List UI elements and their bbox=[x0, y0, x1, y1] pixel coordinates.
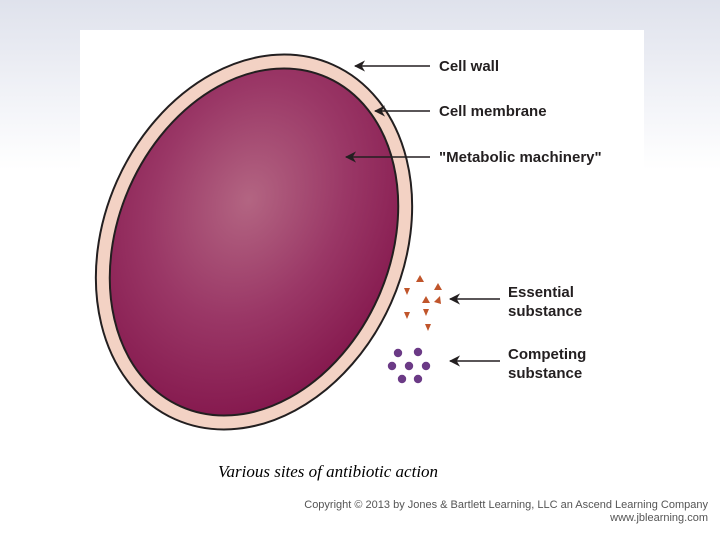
competing-dot bbox=[397, 374, 407, 384]
cell-membrane bbox=[108, 67, 400, 417]
essential-triangle bbox=[422, 296, 430, 303]
label-cell-wall: Cell wall bbox=[439, 58, 500, 75]
label-metabolic-machinery: "Metabolic machinery" bbox=[439, 149, 602, 166]
essential-triangle bbox=[434, 296, 441, 304]
copyright-line: Copyright © 2013 by Jones & Bartlett Lea… bbox=[304, 499, 708, 511]
essential-triangle bbox=[404, 312, 410, 319]
competing-dot bbox=[387, 361, 397, 371]
essential-triangle bbox=[425, 324, 431, 331]
competing-dot bbox=[404, 361, 414, 371]
label-competing-line1: Competing bbox=[508, 346, 587, 363]
competing-dot bbox=[421, 361, 431, 371]
essential-substance-markers bbox=[404, 275, 442, 331]
figure-caption: Various sites of antibiotic action bbox=[218, 462, 439, 481]
label-essential-line1: Essential bbox=[508, 284, 574, 301]
label-competing-line2: substance bbox=[508, 365, 583, 382]
copyright-notice: Copyright © 2013 by Jones & Bartlett Lea… bbox=[304, 499, 708, 525]
competing-dot bbox=[393, 348, 403, 358]
label-essential-line2: substance bbox=[508, 303, 583, 320]
copyright-url: www.jblearning.com bbox=[610, 512, 708, 524]
essential-triangle bbox=[434, 283, 442, 290]
essential-triangle bbox=[416, 275, 424, 282]
competing-dot bbox=[413, 374, 423, 384]
competing-substance-markers bbox=[387, 347, 431, 384]
label-cell-membrane: Cell membrane bbox=[439, 103, 547, 120]
competing-dot bbox=[413, 347, 423, 357]
essential-triangle bbox=[404, 288, 410, 295]
essential-triangle bbox=[423, 309, 429, 316]
